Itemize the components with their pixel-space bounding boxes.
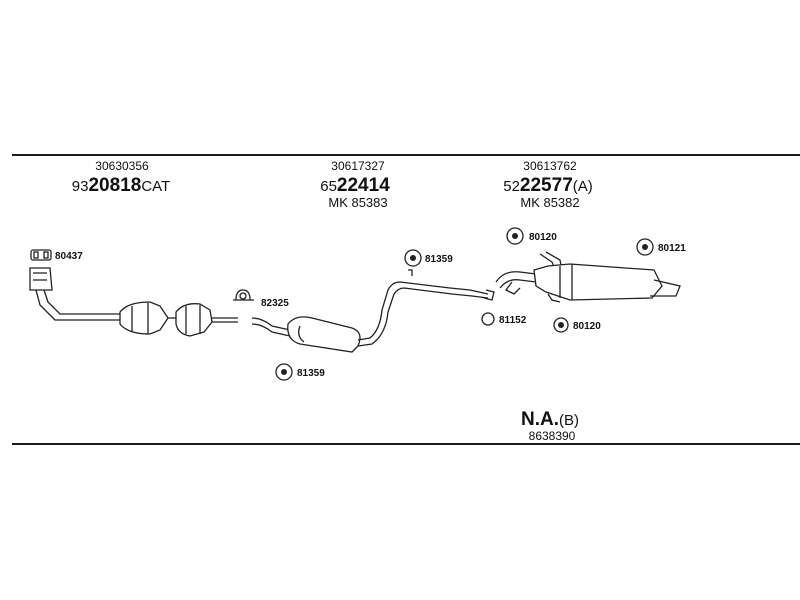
part-label-hanger-rear-c: 80120 (573, 321, 601, 332)
group1-ref: 30630356 (95, 159, 149, 173)
top-rule (12, 154, 800, 156)
ring-icon (481, 312, 495, 326)
group1-part-number: 9320818CAT (71, 175, 171, 196)
front-pipe-catalyst (29, 267, 238, 337)
group3-part-number: 5222577(A) (503, 175, 593, 196)
group3-code: MK 85382 (520, 195, 580, 210)
footer-part-number: N.A.(B) (521, 409, 579, 430)
group3-ref: 30613762 (523, 159, 577, 173)
bottom-rule (12, 443, 800, 445)
part-label-hanger-low: 81359 (297, 368, 325, 379)
part-label-hanger-rear-a: 80120 (529, 232, 557, 243)
clamp-icon (233, 289, 254, 301)
middle-silencer (251, 269, 495, 353)
footer-ref: 8638390 (528, 429, 576, 443)
part-label-ring: 81152 (499, 315, 527, 326)
part-label-hanger-rear-b: 80121 (658, 243, 686, 254)
group2-part-number: 6522414 (320, 175, 390, 196)
group2-code: MK 85383 (328, 195, 388, 210)
rear-silencer (495, 251, 681, 303)
part-label-clamp: 82325 (261, 298, 289, 309)
gasket-icon (30, 249, 52, 261)
group2-ref: 30617327 (331, 159, 385, 173)
part-label-hanger-mid: 81359 (425, 254, 453, 265)
part-label-gasket: 80437 (55, 251, 83, 262)
